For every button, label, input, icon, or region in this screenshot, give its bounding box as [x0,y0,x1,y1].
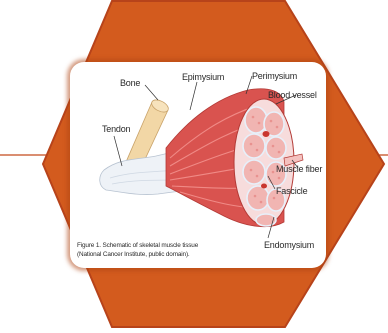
label-blood-vessel: Blood vessel [268,90,317,100]
label-perimysium: Perimysium [252,71,297,81]
blood-vessel-cross-section [263,131,270,137]
label-epimysium: Epimysium [182,72,224,82]
label-muscle-fiber: Muscle fiber [276,164,322,174]
label-bone: Bone [120,78,140,88]
label-endomysium: Endomysium [264,240,314,250]
caption-line-2: (National Cancer Institute, public domai… [77,250,198,259]
label-tendon: Tendon [102,124,130,134]
figure-panel: Bone Epimysium Perimysium Blood vessel T… [70,62,326,268]
figure-caption: Figure 1. Schematic of skeletal muscle t… [77,241,198,259]
caption-line-1: Figure 1. Schematic of skeletal muscle t… [77,241,198,250]
label-fascicle: Fascicle [276,186,307,196]
